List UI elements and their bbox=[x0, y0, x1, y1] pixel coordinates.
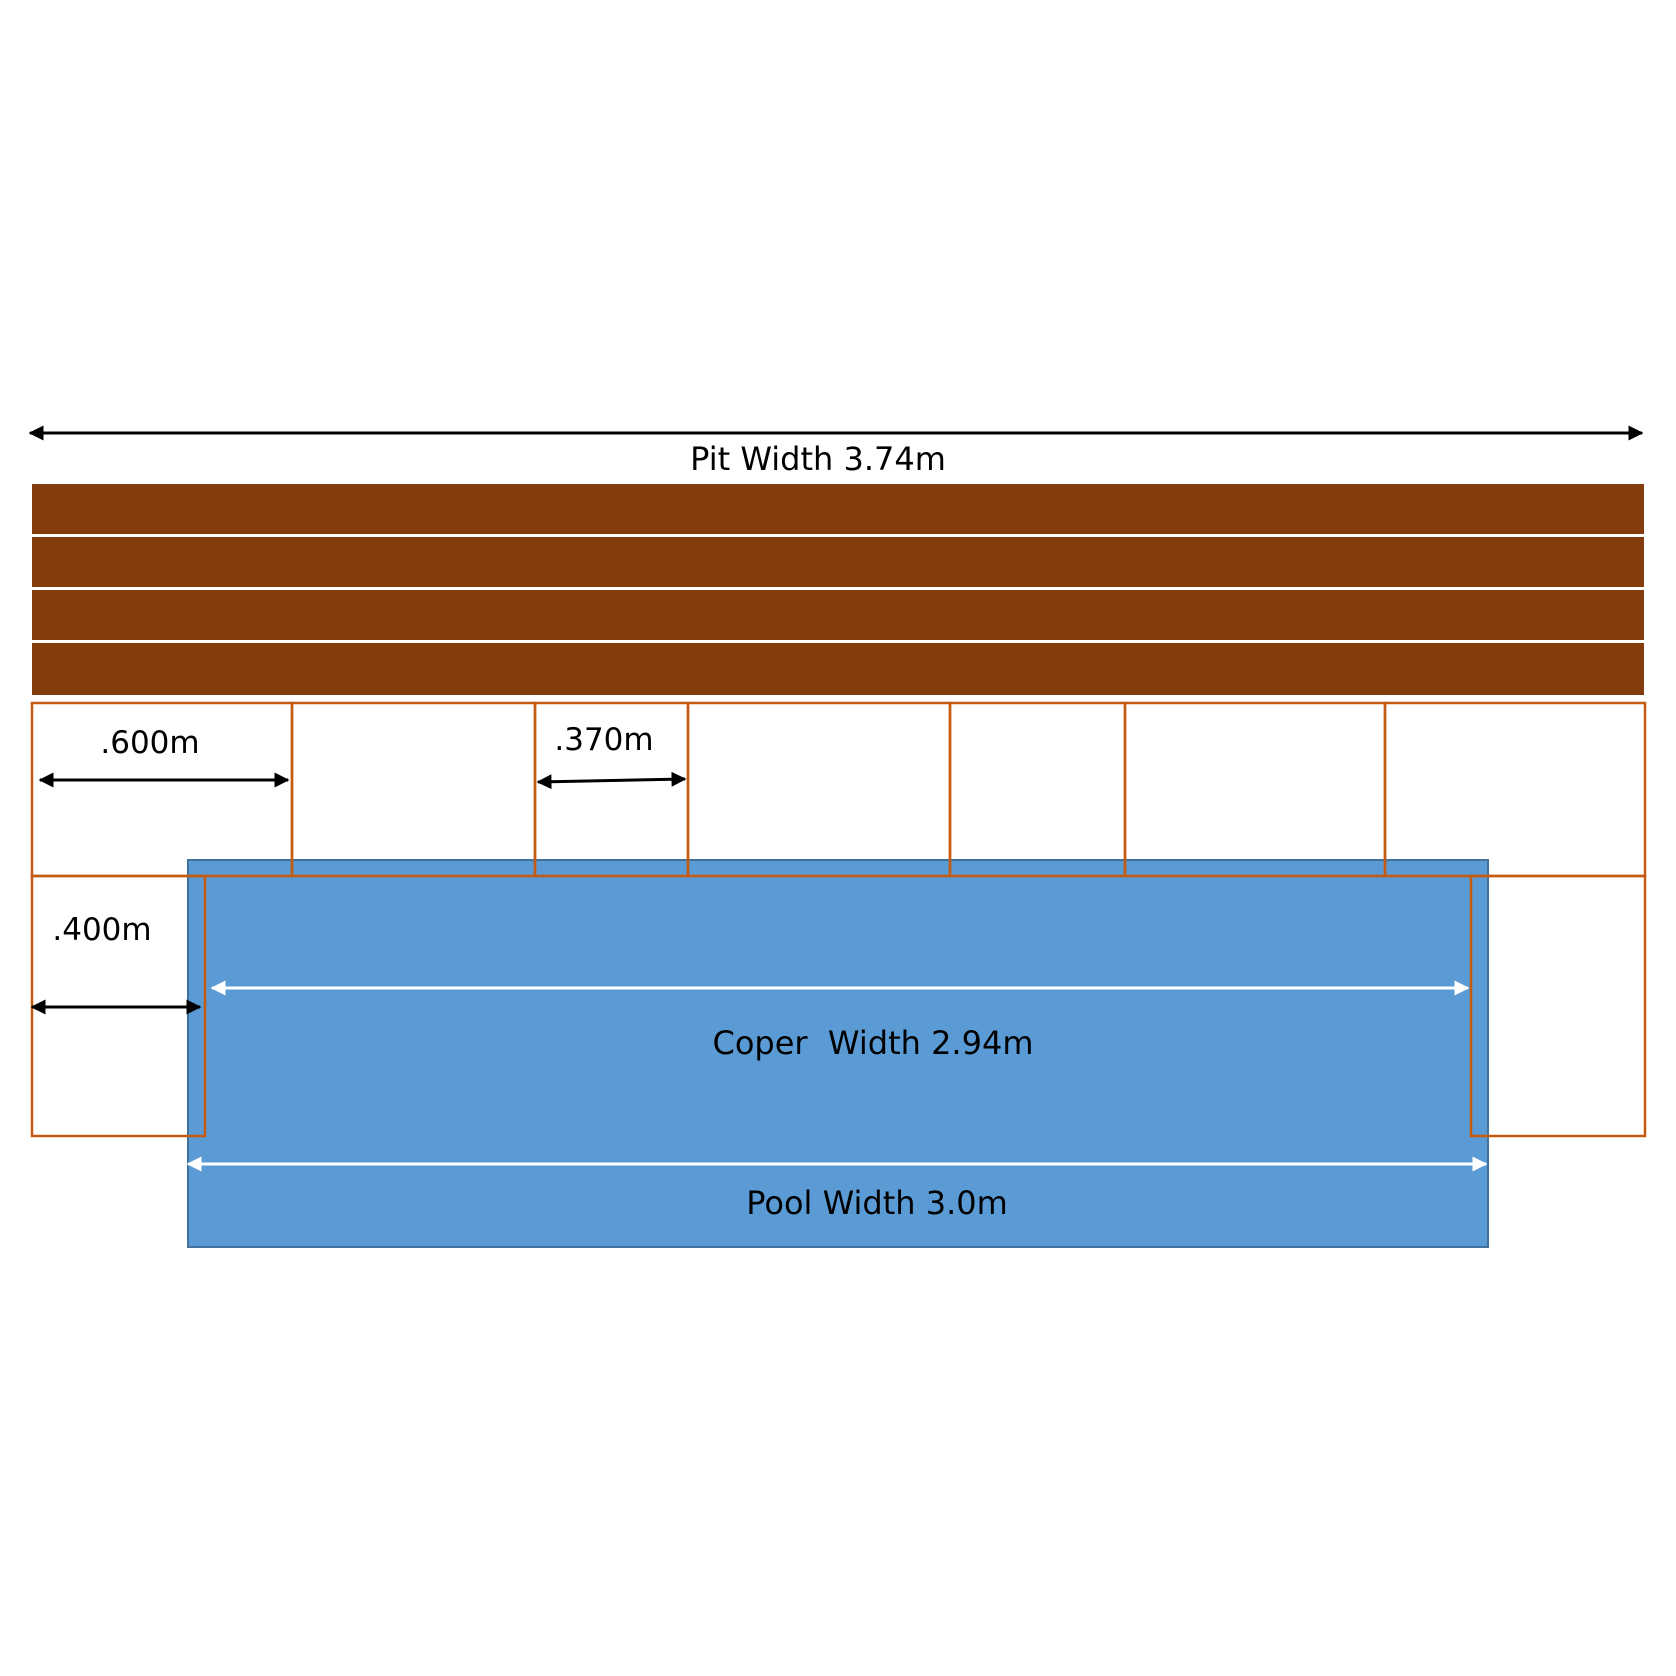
side-paver-right bbox=[1469, 874, 1647, 1138]
paver-width-label: .600m bbox=[100, 725, 199, 761]
paver bbox=[686, 701, 952, 878]
paver bbox=[948, 701, 1127, 878]
deck-board bbox=[32, 643, 1644, 695]
paver bbox=[290, 701, 537, 878]
pool bbox=[187, 859, 1489, 1248]
gap-width-label: .370m bbox=[554, 722, 653, 758]
deck-boards bbox=[32, 484, 1644, 695]
side-paver-width-label: .400m bbox=[52, 912, 151, 948]
pool-width-label: Pool Width 3.0m bbox=[746, 1184, 1008, 1222]
coper-width-label: Coper Width 2.94m bbox=[713, 1024, 1034, 1062]
paver bbox=[1383, 701, 1647, 878]
deck-board bbox=[32, 537, 1644, 587]
deck-board bbox=[32, 484, 1644, 534]
deck-board bbox=[32, 590, 1644, 640]
gap-width-arrow bbox=[536, 771, 687, 790]
pit-width-label: Pit Width 3.74m bbox=[690, 440, 946, 478]
paver bbox=[1123, 701, 1387, 878]
